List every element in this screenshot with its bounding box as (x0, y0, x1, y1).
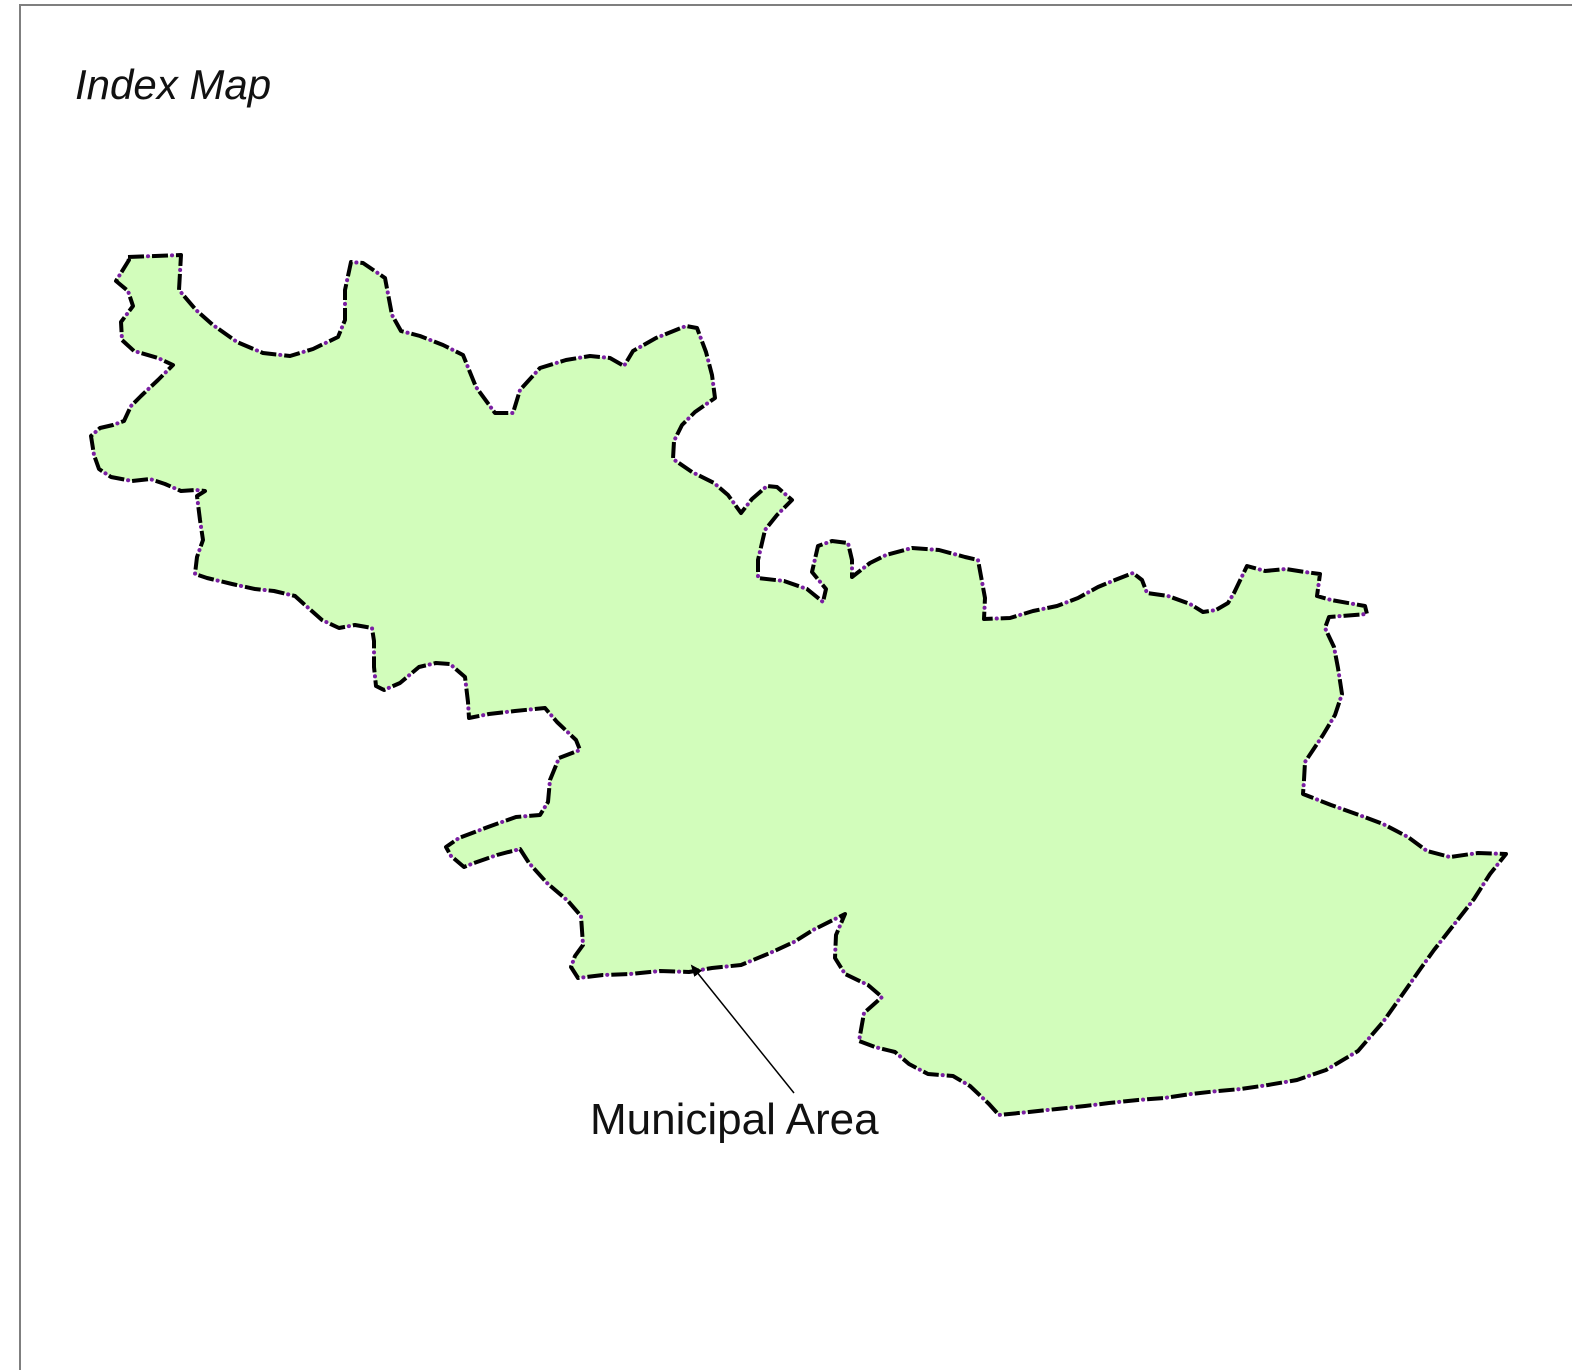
map-title: Index Map (75, 61, 272, 108)
municipal-boundary-dashed-line (89, 253, 1508, 1117)
label-pointer-arrow (690, 964, 795, 1094)
municipal-area-label: Municipal Area (590, 1095, 879, 1144)
municipal-area-polygon[interactable] (91, 255, 1506, 1115)
